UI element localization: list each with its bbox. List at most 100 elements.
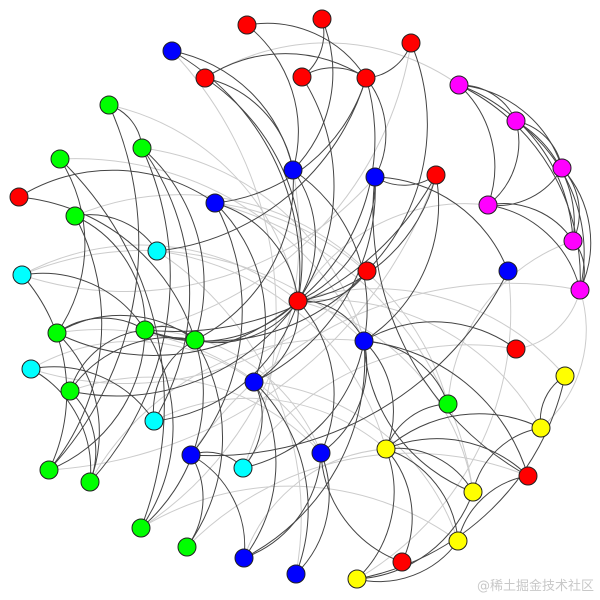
node-red — [518, 466, 538, 486]
weak-edges-layer — [21, 42, 587, 580]
weak-edge — [242, 344, 517, 469]
strong-edge — [297, 77, 376, 302]
node-blue — [181, 445, 201, 465]
strong-edge — [320, 340, 368, 454]
weak-edge — [186, 452, 529, 548]
node-green — [39, 460, 59, 480]
strong-edge — [385, 448, 413, 563]
strong-edge — [74, 214, 158, 252]
node-red — [401, 33, 421, 53]
node-blue — [286, 564, 306, 584]
weak-edge — [297, 299, 542, 429]
strong-edge — [21, 274, 68, 471]
node-green — [50, 149, 70, 169]
strong-edge — [30, 366, 155, 422]
node-green — [177, 537, 197, 557]
weak-edge — [141, 147, 365, 342]
strong-edge — [253, 176, 376, 383]
strong-edge — [458, 84, 517, 122]
node-blue — [283, 160, 303, 180]
weak-edge — [297, 288, 566, 377]
strong-edge — [297, 174, 437, 302]
strong-edge — [292, 169, 316, 302]
strong-edge — [171, 50, 294, 171]
strong-edge — [204, 77, 294, 171]
strong-edge — [153, 300, 299, 422]
node-blue — [205, 193, 225, 213]
node-red — [392, 552, 412, 572]
node-cyan — [147, 241, 167, 261]
weak-edge — [214, 202, 474, 493]
node-red — [356, 68, 376, 88]
node-red — [237, 15, 257, 35]
node-green — [99, 95, 119, 115]
strong-edge — [152, 339, 196, 422]
weak-edge — [30, 270, 368, 385]
strong-edge — [190, 270, 509, 457]
node-red — [506, 339, 526, 359]
strong-edge — [30, 368, 92, 483]
weak-edge — [56, 329, 322, 454]
strong-edge — [48, 329, 146, 471]
strong-edge — [18, 196, 196, 341]
node-cyan — [21, 359, 41, 379]
strong-edge — [320, 452, 403, 563]
watermark: @稀土掘金技术社区 — [476, 579, 594, 594]
node-red — [312, 9, 332, 29]
strong-edge — [356, 448, 395, 580]
strong-edge — [214, 202, 266, 383]
node-yellow — [531, 418, 551, 438]
strong-edge — [156, 77, 367, 252]
strong-edge — [242, 381, 263, 469]
node-yellow — [555, 366, 575, 386]
strong-edge — [385, 438, 529, 477]
node-blue — [234, 548, 254, 568]
strong-edge — [74, 215, 146, 331]
strong-edge — [458, 84, 496, 206]
strong-edge — [292, 18, 334, 171]
strong-edge — [190, 202, 243, 456]
strong-edge — [374, 176, 509, 272]
node-blue — [311, 443, 331, 463]
weak-edge — [297, 300, 474, 493]
node-green — [60, 381, 80, 401]
node-green — [80, 472, 100, 492]
strong-edge — [56, 300, 299, 356]
weak-edge — [447, 240, 574, 405]
node-red — [292, 67, 312, 87]
strong-edge — [59, 158, 165, 529]
node-magenta — [552, 158, 572, 178]
node-green — [65, 206, 85, 226]
strong-edge — [56, 332, 100, 483]
strong-edge — [141, 147, 191, 422]
weak-edge — [48, 174, 437, 471]
node-red — [357, 261, 377, 281]
strong-edge — [69, 300, 299, 397]
node-red — [195, 68, 215, 88]
node-green — [438, 394, 458, 414]
nodes-layer — [9, 9, 590, 589]
node-magenta — [570, 280, 590, 300]
strong-edge — [487, 203, 574, 242]
node-red — [9, 187, 29, 207]
strong-edge — [457, 475, 529, 542]
node-blue — [354, 331, 374, 351]
strong-edge — [385, 403, 449, 450]
strong-edge — [366, 42, 428, 272]
strong-edge — [140, 339, 204, 529]
strong-edge — [214, 77, 367, 204]
strong-edge — [246, 24, 299, 171]
strong-edge — [363, 174, 440, 342]
node-green — [47, 323, 67, 343]
weak-edge — [108, 104, 299, 302]
strong-edge — [363, 340, 529, 477]
node-cyan — [12, 265, 32, 285]
node-yellow — [347, 569, 367, 589]
weak-edge — [140, 169, 300, 529]
node-magenta — [478, 195, 498, 215]
strong-edge — [295, 452, 330, 575]
node-blue — [244, 372, 264, 392]
weak-edge — [356, 270, 512, 580]
node-blue — [498, 261, 518, 281]
